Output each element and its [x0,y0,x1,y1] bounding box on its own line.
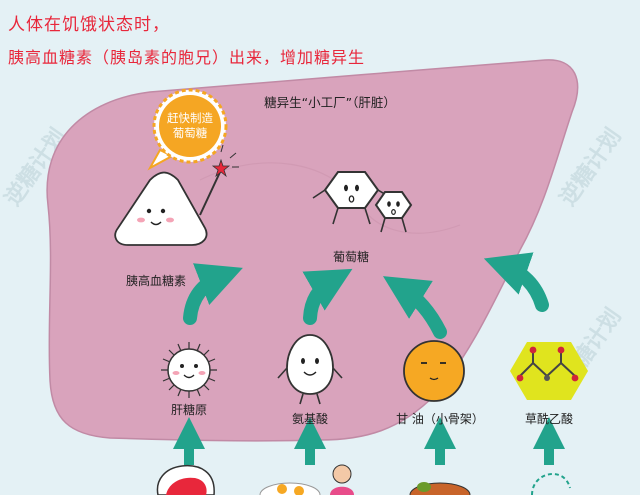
triangle-mascot-with-wand-icon [114,144,239,246]
molecule-hexagon-icon [510,342,588,400]
speech-bubble [147,88,228,171]
orange-ball-mascot-icon [403,340,465,402]
header-line-1: 人体在饥饿状态时， [8,15,170,35]
arrow-glycerol-to-glucose [383,276,447,339]
speech-bubble-text: 赶快制造葡萄糖 [167,111,213,140]
liver-organ-icon [156,464,215,495]
arrow-oxaloacetate-to-glucose [483,252,549,312]
header-line-2: 胰高血糖素（胰岛素的胞兄）出来，增加糖异生 [8,48,366,67]
liver-title: 糖异生“小工厂”（肝脏） [264,95,396,110]
egg-mascot-icon [277,334,343,405]
label-amino-acid: 氨基酸 [291,412,329,426]
label-oxaloacetate: 草酰乙酸 [524,412,574,426]
spiky-ball-mascot-icon [161,342,217,398]
label-glucagon: 胰高血糖素 [125,274,187,288]
label-glycerol: 甘 油（小骨架） [396,412,484,426]
arrow-amino-to-glucose [302,268,353,325]
roast-chicken-icon [409,482,471,495]
arrow-glycogen-to-glucagon [183,263,243,325]
eggs-and-person-icon [259,464,354,495]
cycle-icon [531,472,571,495]
label-glucose: 葡萄糖 [332,250,370,264]
label-glycogen: 肝糖原 [170,403,208,417]
hexagon-mascot-icon [312,171,413,233]
